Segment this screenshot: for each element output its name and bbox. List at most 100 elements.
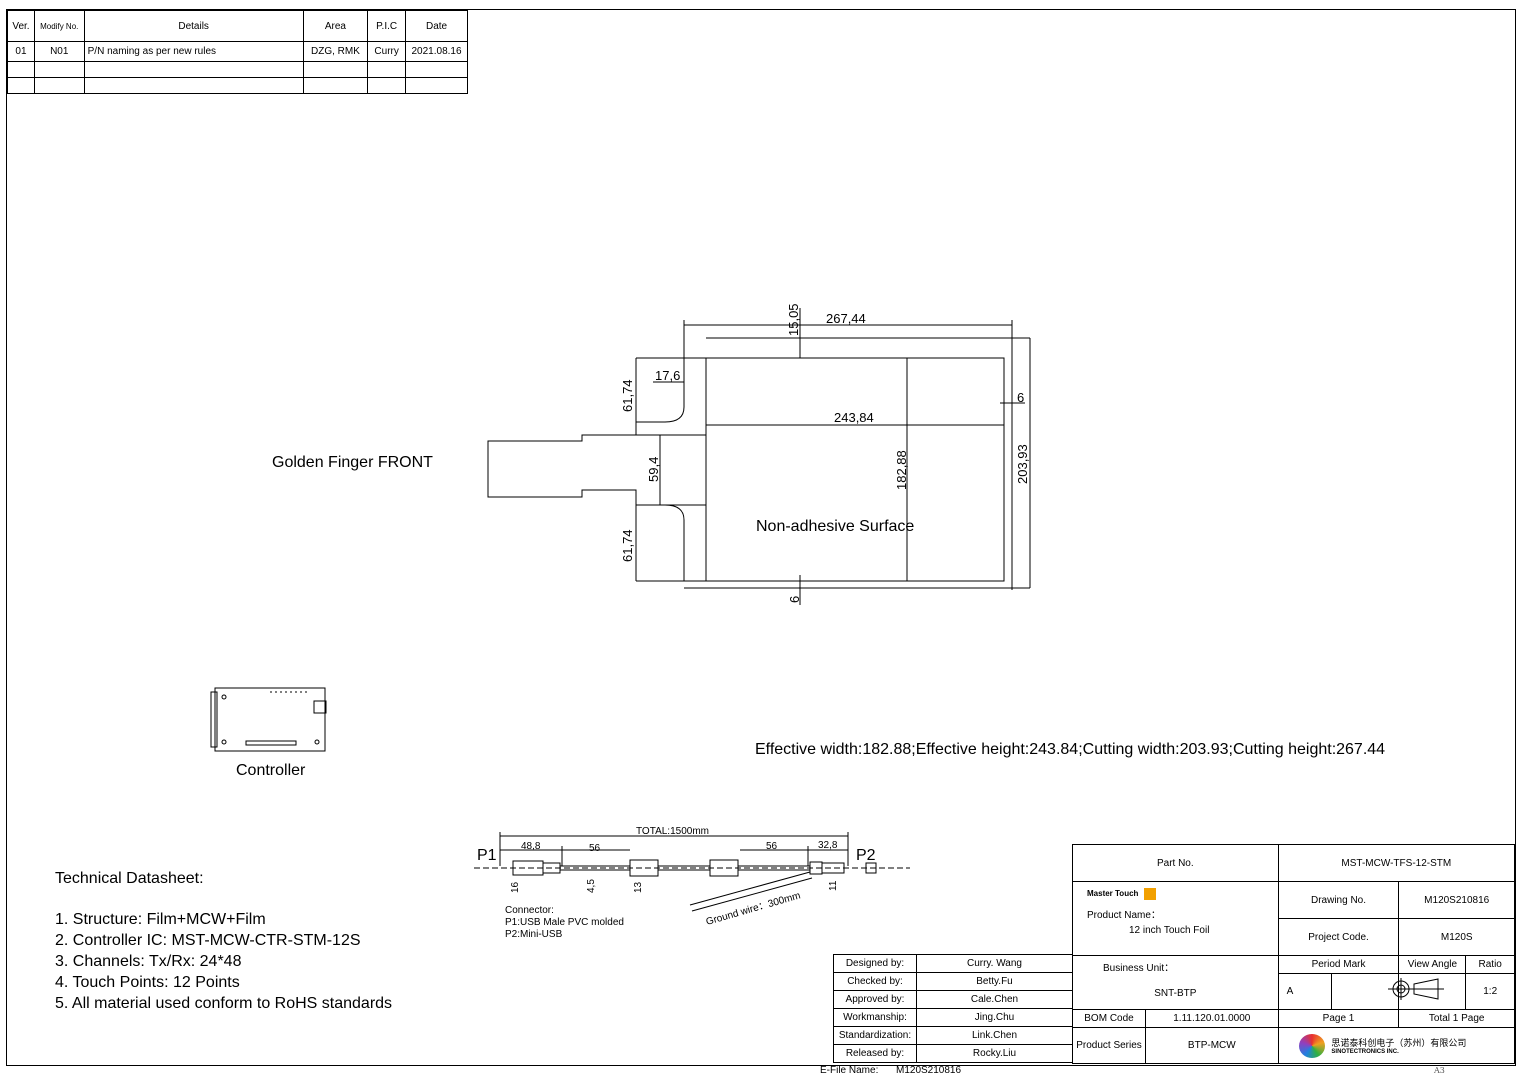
dim-16: 16 bbox=[510, 881, 521, 893]
signature-name: Link.Chen bbox=[916, 1026, 1073, 1045]
dim-32-8: 32,8 bbox=[818, 840, 838, 851]
signature-role: Designed by: bbox=[833, 954, 917, 973]
signature-row: Approved by: Cale.Chen bbox=[833, 990, 1073, 1009]
total-length: TOTAL:1500mm bbox=[636, 826, 709, 837]
signature-name: Betty.Fu bbox=[916, 972, 1073, 991]
drawing-no-label: Drawing No. bbox=[1277, 881, 1400, 919]
period-mark-value: A bbox=[1277, 973, 1332, 1010]
business-unit-cell: Business Unit： SNT-BTP bbox=[1072, 955, 1279, 1010]
drawing-frame bbox=[6, 9, 1516, 1066]
dim-13: 13 bbox=[633, 881, 644, 893]
dim-11: 11 bbox=[828, 880, 839, 891]
effective-size-text: Effective width:182.88;Effective height:… bbox=[755, 741, 1386, 758]
active-area bbox=[705, 357, 1005, 582]
revision-header-row: Ver. Modify No. Details Area P.I.C Date bbox=[7, 10, 468, 42]
part-no-value: MST-MCW-TFS-12-STM bbox=[1277, 844, 1516, 882]
product-name-value: 12 inch Touch Foil bbox=[1129, 925, 1210, 936]
cell bbox=[83, 77, 304, 94]
signature-role: Approved by: bbox=[833, 990, 917, 1009]
project-code-label: Project Code. bbox=[1277, 918, 1400, 956]
dim-59-4: 59,4 bbox=[646, 457, 661, 482]
signature-role: Standardization: bbox=[833, 1026, 917, 1045]
period-mark-blank bbox=[1330, 973, 1400, 1010]
connector-line-3: P2:Mini-USB bbox=[505, 929, 563, 940]
datasheet-item: 3. Channels: Tx/Rx: 24*48 bbox=[55, 953, 242, 970]
signature-row: Designed by: Curry. Wang bbox=[833, 954, 1073, 973]
dim-61-74-bottom: 61,74 bbox=[620, 529, 635, 562]
datasheet-item: 4. Touch Points: 12 Points bbox=[55, 974, 240, 991]
page-number: Page 1 bbox=[1277, 1009, 1400, 1028]
dim-56-b: 56 bbox=[766, 841, 778, 852]
p1-label: P1 bbox=[477, 847, 497, 864]
header-details: Details bbox=[83, 10, 304, 42]
dim-56-a: 56 bbox=[589, 843, 601, 854]
revision-table: Ver. Modify No. Details Area P.I.C Date … bbox=[7, 10, 468, 94]
product-series-label: Product Series bbox=[1072, 1027, 1146, 1064]
signature-name: Cale.Chen bbox=[916, 990, 1073, 1009]
signature-name: Curry. Wang bbox=[916, 954, 1073, 973]
signature-role: Workmanship: bbox=[833, 1008, 917, 1027]
surface-label: Non-adhesive Surface bbox=[756, 518, 915, 535]
dim-6-bottom: 6 bbox=[787, 596, 802, 603]
project-code-value: M120S bbox=[1398, 918, 1515, 956]
dim-267-44: 267,44 bbox=[826, 311, 866, 326]
title-block: Part No. MST-MCW-TFS-12-STM Master Touch… bbox=[1072, 844, 1516, 1064]
bom-code-label: BOM Code bbox=[1072, 1009, 1146, 1028]
golden-finger-label: Golden Finger FRONT bbox=[272, 454, 433, 471]
ratio-label: Ratio bbox=[1465, 955, 1515, 974]
brand-mark-icon bbox=[1143, 888, 1156, 900]
datasheet-item: 1. Structure: Film+MCW+Film bbox=[55, 911, 266, 928]
view-angle-cell bbox=[1398, 973, 1467, 1010]
company-logo-icon bbox=[1298, 1033, 1325, 1058]
signature-role: Checked by: bbox=[833, 972, 917, 991]
connector-line-1: Connector: bbox=[505, 905, 554, 916]
signature-row: Checked by: Betty.Fu bbox=[833, 972, 1073, 991]
header-pic: P.I.C bbox=[367, 10, 407, 42]
connector-line-2: P1:USB Male PVC molded bbox=[505, 917, 624, 928]
period-mark-label: Period Mark bbox=[1277, 955, 1400, 974]
revision-row bbox=[7, 77, 468, 94]
header-modify-no: Modify No. bbox=[33, 10, 85, 42]
total-pages: Total 1 Page bbox=[1398, 1009, 1515, 1028]
usb-cable bbox=[474, 832, 910, 912]
ratio-value: 1:2 bbox=[1465, 973, 1515, 1010]
controller-label: Controller bbox=[236, 762, 306, 779]
datasheet-item: 2. Controller IC: MST-MCW-CTR-STM-12S bbox=[55, 932, 361, 949]
dim-243-84: 243,84 bbox=[834, 410, 874, 425]
product-name-label: Product Name： bbox=[1087, 910, 1161, 921]
dim-61-74-top: 61,74 bbox=[620, 379, 635, 412]
cell bbox=[7, 77, 35, 94]
efile-value: M120S210816 bbox=[896, 1065, 962, 1076]
brand-logo: Master Touch bbox=[1087, 888, 1264, 900]
datasheet-list: 1. Structure: Film+MCW+Film 2. Controlle… bbox=[55, 909, 392, 1014]
cell bbox=[405, 77, 468, 94]
dim-17-6: 17,6 bbox=[655, 368, 680, 383]
signature-name: Rocky.Liu bbox=[916, 1044, 1073, 1063]
drawing-no-value: M120S210816 bbox=[1398, 881, 1515, 919]
dim-6-right: 6 bbox=[1017, 390, 1024, 405]
datasheet-title: Technical Datasheet: bbox=[55, 870, 204, 887]
dim-15-05: 15,05 bbox=[786, 303, 801, 336]
bom-code-value: 1.11.120.01.0000 bbox=[1145, 1009, 1279, 1028]
controller-board bbox=[210, 687, 327, 752]
dim-203-93: 203,93 bbox=[1015, 444, 1030, 484]
dim-48-8: 48,8 bbox=[521, 841, 541, 852]
header-date: Date bbox=[405, 10, 468, 42]
business-unit-value: SNT-BTP bbox=[1154, 988, 1197, 999]
company-name-en: SINOTECTRONICS INC. bbox=[1331, 1049, 1399, 1055]
datasheet-item: 5. All material used conform to RoHS sta… bbox=[55, 995, 393, 1012]
signature-row: Workmanship: Jing.Chu bbox=[833, 1008, 1073, 1027]
product-series-value: BTP-MCW bbox=[1145, 1027, 1279, 1064]
foil-outline bbox=[487, 357, 1005, 582]
signature-role: Released by: bbox=[833, 1044, 917, 1063]
signature-row: Standardization: Link.Chen bbox=[833, 1026, 1073, 1045]
efile-label: E-File Name: bbox=[820, 1065, 879, 1076]
business-unit-label: Business Unit： bbox=[1103, 963, 1175, 974]
product-name-cell: Master Touch Product Name： 12 inch Touch… bbox=[1072, 881, 1279, 956]
company-cell: 思诺泰科创电子（苏州）有限公司 SINOTECTRONICS INC. bbox=[1277, 1027, 1516, 1064]
ground-wire-label: Ground wire：300mm bbox=[705, 890, 802, 928]
p2-label: P2 bbox=[856, 847, 876, 864]
dim-182-88: 182,88 bbox=[894, 450, 909, 490]
company-name-cn: 思诺泰科创电子（苏州）有限公司 bbox=[1331, 1039, 1467, 1049]
